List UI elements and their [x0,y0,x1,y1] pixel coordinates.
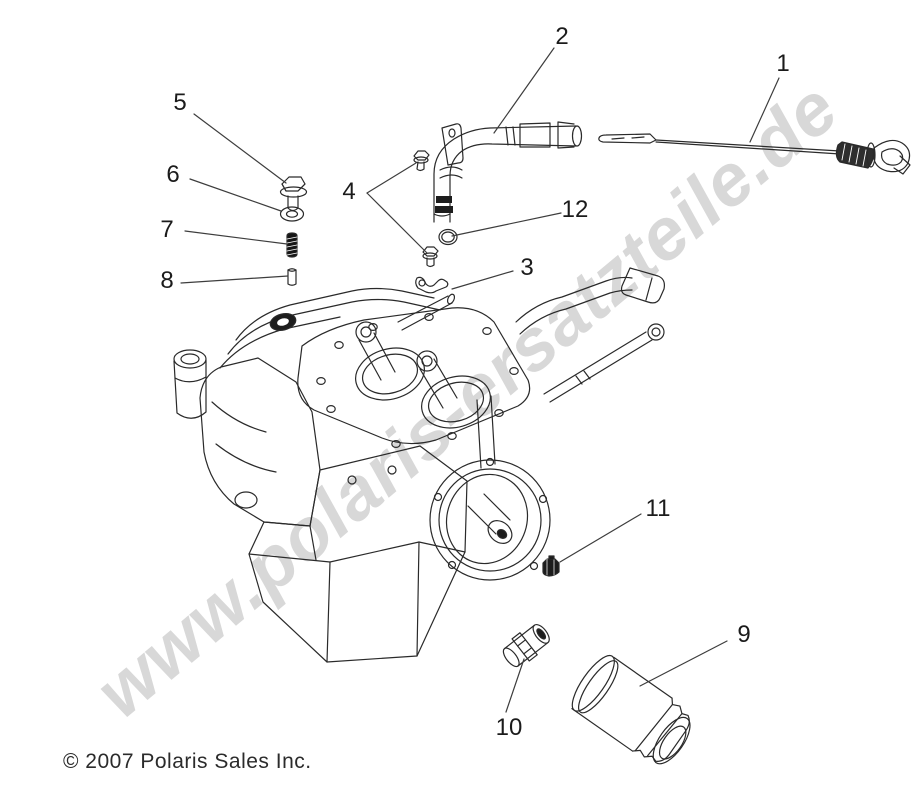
callout-8-label: 8 [160,267,174,294]
washer-6-drawing [279,206,305,222]
callout-2-leader [493,47,555,134]
callout-12-leader [451,212,562,237]
callout-1-leader [749,77,780,143]
bolts-4-drawing [413,150,439,268]
oil-filter-9-drawing [571,654,691,765]
fitting-10-drawing [502,624,550,668]
callout-3-leader [451,270,514,290]
callout-11-leader [559,513,642,563]
callout-10-leader [505,658,525,713]
dipstick-drawing [598,133,911,175]
engine-crankcase-drawing [173,267,665,663]
callout-4-leader [366,192,428,254]
callout-6-label: 6 [166,161,180,188]
callout-2-label: 2 [555,23,569,50]
pin-8-drawing [287,268,297,286]
callout-5-leader [193,113,287,184]
callout-4-leader [366,162,417,194]
callout-5-label: 5 [173,89,187,116]
callout-6-leader [189,178,282,212]
callout-7-label: 7 [160,216,174,243]
callout-1-label: 1 [776,50,790,77]
plug-11-drawing [542,555,560,577]
o-ring-12-drawing [438,228,458,246]
callout-9-leader [639,640,728,687]
callout-3-label: 3 [520,254,534,281]
callout-overlay [180,47,780,713]
oil-fill-tube-drawing [433,121,583,223]
bracket-3-drawing [415,276,449,294]
callout-12-label: 12 [561,196,589,223]
callout-7-leader [184,230,288,245]
spring-7-drawing [286,232,298,258]
callout-9-label: 9 [737,621,751,648]
callout-11-label: 11 [645,495,671,522]
callout-8-leader [180,275,289,284]
callout-10-label: 10 [495,714,523,741]
callout-4-label: 4 [342,178,356,205]
copyright-text: © 2007 Polaris Sales Inc. [63,750,312,773]
